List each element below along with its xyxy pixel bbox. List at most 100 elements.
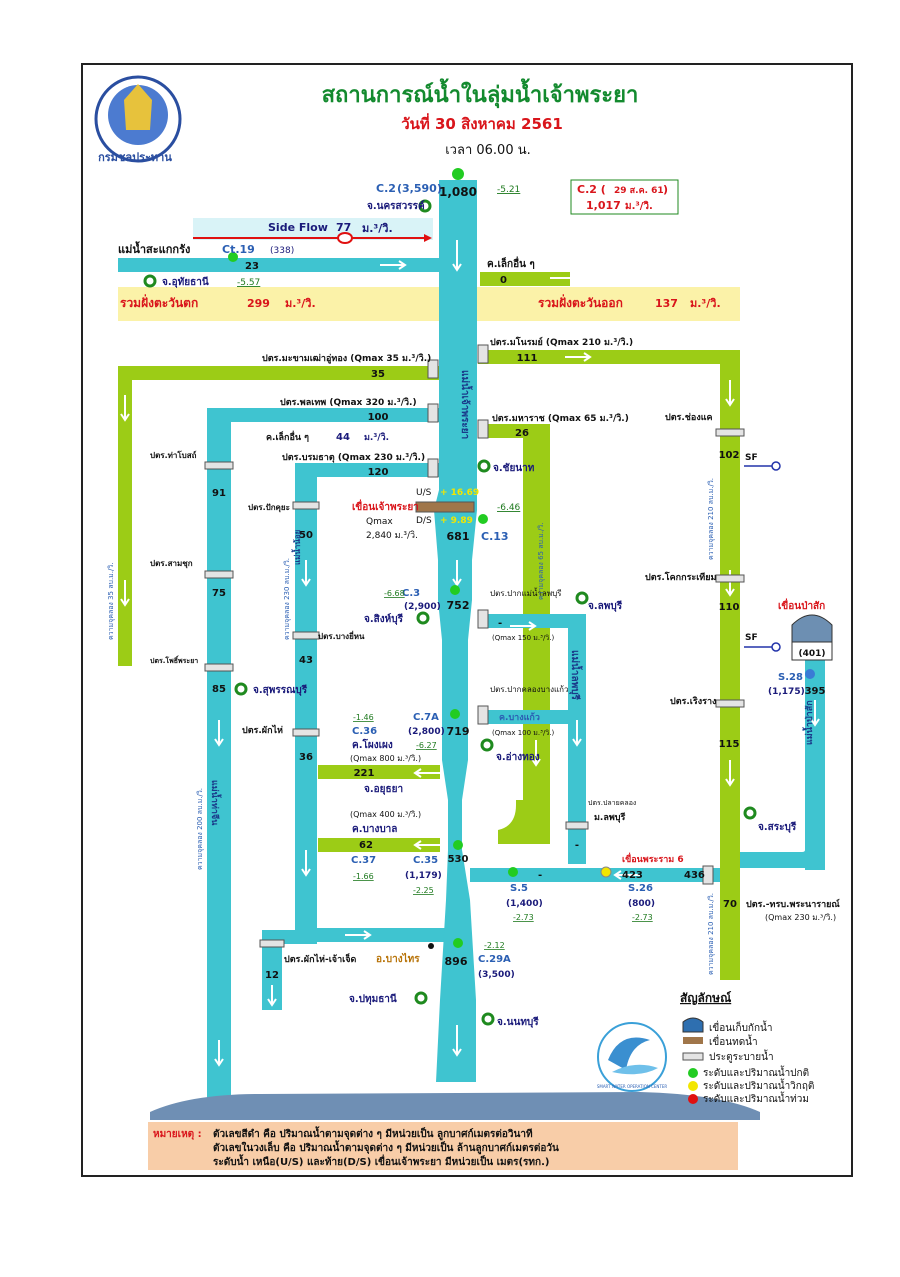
c35-flow: 530 bbox=[448, 854, 469, 865]
c36-label: C.36 bbox=[352, 726, 377, 737]
uthai-label: จ.อุทัยธานี bbox=[162, 276, 209, 288]
station-dots bbox=[228, 168, 518, 948]
totals-band bbox=[118, 287, 740, 321]
c35-label: C.35 bbox=[413, 855, 438, 866]
c37-level: -1.66 bbox=[353, 872, 374, 881]
c7a-flow: 719 bbox=[447, 725, 470, 738]
khokkrathiam-label: ปตร.โคกกระเทียม bbox=[645, 571, 717, 583]
legend-item-4: ระดับและปริมาณน้ำวิกฤติ bbox=[703, 1078, 814, 1092]
phong-label: ค.โผงเผง bbox=[352, 738, 393, 751]
pakkhut-label: ปตร.ปักคุยะ bbox=[248, 503, 290, 513]
makham-value: 35 bbox=[371, 369, 385, 380]
thaphosi-value: 91 bbox=[212, 488, 226, 499]
swoc-logo bbox=[597, 1022, 667, 1092]
s26-capacity: (800) bbox=[628, 899, 655, 909]
makham-label: ปตร.มะขามเฒ่าอู่ทอง (Qmax 35 ม.³/วิ.) bbox=[262, 353, 431, 364]
chongkhae-label: ปตร.ช่องแค bbox=[665, 412, 713, 423]
c37-label: C.37 bbox=[351, 855, 376, 866]
sea bbox=[150, 1092, 760, 1120]
pasak-dam-value: (401) bbox=[798, 649, 825, 659]
c2-box-close: ) bbox=[663, 183, 668, 196]
pasak-dam-icon bbox=[791, 614, 833, 661]
dam-qmax-value: 2,840 ม.³/วิ. bbox=[366, 530, 418, 541]
c7a-label: C.7A bbox=[413, 712, 439, 723]
canal-cap-2: ความจุคลอง 65 ลบ.ม./วิ. bbox=[537, 522, 545, 600]
phonlathep-label: ปตร.พลเทพ (Qmax 320 ม.³/วิ.) bbox=[280, 397, 417, 408]
pakklong-qmax: (Qmax 100 ม.³/วิ.) bbox=[492, 729, 554, 737]
singburi-label: จ.สิงห์บุรี bbox=[364, 613, 404, 625]
sakae-river-label: แม่น้ำสะแกกรัง bbox=[118, 241, 190, 256]
main-river-name: แม่น้ำเจ้าพระยา bbox=[459, 370, 473, 439]
sideflow-unit: ม.³/วิ. bbox=[362, 222, 393, 235]
phong-qmax: (Qmax 800 ม.³/วิ.) bbox=[350, 754, 421, 763]
lek-west-unit: ม.³/วิ. bbox=[364, 432, 389, 443]
s5-capacity: (1,400) bbox=[506, 899, 543, 909]
lopburi-m-label: ม.ลพบุรี bbox=[594, 812, 626, 823]
lopburi-river-name: แม่น้ำลพบุรี bbox=[569, 650, 583, 701]
cyan-rivers bbox=[118, 258, 825, 1108]
west-total-unit: ม.³/วิ. bbox=[285, 297, 316, 310]
swoc-text: SMART WATER OPERATION CENTER bbox=[597, 1084, 668, 1089]
dam-us-value: + 16.69 bbox=[440, 488, 479, 498]
canal-cap-5: ความจุคลอง 200 ลบ.ม./วิ. bbox=[196, 788, 204, 870]
canal-cap-1: ความจุคลอง 35 ลบ.ม./วิ. bbox=[107, 562, 115, 640]
manorom-label: ปตร.มโนรมย์ (Qmax 210 ม.³/วิ.) bbox=[490, 336, 633, 348]
c2-box-label: C.2 ( bbox=[577, 183, 606, 196]
dam-qmax-label: Qmax bbox=[366, 517, 393, 527]
s28-flow: 395 bbox=[805, 686, 826, 697]
sideflow-arrow bbox=[193, 232, 432, 244]
s26-level: -2.73 bbox=[632, 913, 653, 922]
phophraya-value: 85 bbox=[212, 684, 226, 695]
pakklong-label: ปตร.ปากคลองบางแก้ว bbox=[490, 685, 568, 694]
sakae-flow: 23 bbox=[245, 261, 259, 272]
s5-flow: - bbox=[538, 870, 542, 881]
pasak-river-name: แม่น้ำป่าสัก bbox=[802, 700, 815, 745]
legend-title: สัญลักษณ์ bbox=[680, 991, 731, 1005]
nakhon-sawan-label: จ.นครสวรรค์ bbox=[367, 200, 425, 212]
ayutthaya-label: จ.อยุธยา bbox=[364, 784, 403, 795]
gate-icons bbox=[204, 344, 745, 948]
s5-level: -2.73 bbox=[513, 913, 534, 922]
nonthaburi-label: จ.นนทบุรี bbox=[497, 1016, 539, 1028]
sideflow-value: 77 bbox=[336, 221, 351, 234]
east-total-value: 137 bbox=[655, 297, 678, 310]
pakkhut-value: 50 bbox=[299, 530, 313, 541]
note-line-3: ระดับน้ำ เหนือ(U/S) และท้าย(D/S) เขื่อนเ… bbox=[213, 1154, 549, 1168]
dam-name: เขื่อนเจ้าพระยา bbox=[352, 499, 419, 513]
phakhai-value: 36 bbox=[299, 752, 313, 763]
c2-capacity: (3,590) bbox=[397, 182, 442, 195]
west-total-label: รวมฝั่งตะวันตก bbox=[120, 294, 198, 310]
c29a-label: C.29A bbox=[478, 954, 511, 965]
c36-level: -1.46 bbox=[353, 713, 374, 722]
ct19-capacity: (338) bbox=[270, 246, 294, 256]
s28-capacity: (1,175) bbox=[768, 687, 805, 697]
c2-flow: 1,080 bbox=[439, 185, 477, 199]
canal-cap-6: ความจุคลอง 210 ลบ.ม./วิ. bbox=[707, 893, 715, 975]
noi-name: แม่น้ำน้อย bbox=[291, 529, 302, 565]
logo-text: กรมชลประทาน bbox=[98, 151, 172, 164]
phraram6-qmax: (Qmax 230 ม.³/วิ.) bbox=[765, 913, 836, 922]
manorom-value: 111 bbox=[517, 353, 538, 364]
lek-west-value: 44 bbox=[336, 432, 350, 443]
west-total-value: 299 bbox=[247, 297, 270, 310]
chainat-label: จ.ชัยนาท bbox=[493, 462, 535, 474]
lopburi-prov-label: จ.ลพบุรี bbox=[588, 600, 623, 612]
pasak-lopburi-label: ปตร.ปลายคลอง bbox=[588, 799, 636, 807]
dam-flow: 681 bbox=[447, 530, 470, 543]
phraram6-dam-label: เขื่อนพระราม 6 bbox=[622, 852, 684, 865]
c2-box-date: 29 ส.ค. 61 bbox=[614, 186, 664, 196]
rid-logo bbox=[94, 75, 182, 163]
val-436: 436 bbox=[684, 870, 705, 881]
bangyi-label: ปตร.บางยี่หน bbox=[318, 630, 365, 641]
c3-label: C.3 bbox=[402, 588, 420, 599]
bangban-qmax: (Qmax 400 ม.³/วิ.) bbox=[350, 810, 421, 819]
bangsai-dot bbox=[428, 943, 434, 949]
legend-item-0: เขื่อนเก็บกักน้ำ bbox=[709, 1020, 772, 1034]
c2-box bbox=[570, 179, 679, 215]
angthong-label: จ.อ่างทอง bbox=[496, 751, 540, 763]
bangsai-label: อ.บางไทร bbox=[376, 952, 420, 965]
choeng-value: 115 bbox=[719, 739, 740, 750]
c35-capacity: (1,179) bbox=[405, 871, 442, 881]
pakmaenam-value: - bbox=[498, 618, 502, 629]
bangban-label: ค.บางบาล bbox=[352, 824, 397, 835]
